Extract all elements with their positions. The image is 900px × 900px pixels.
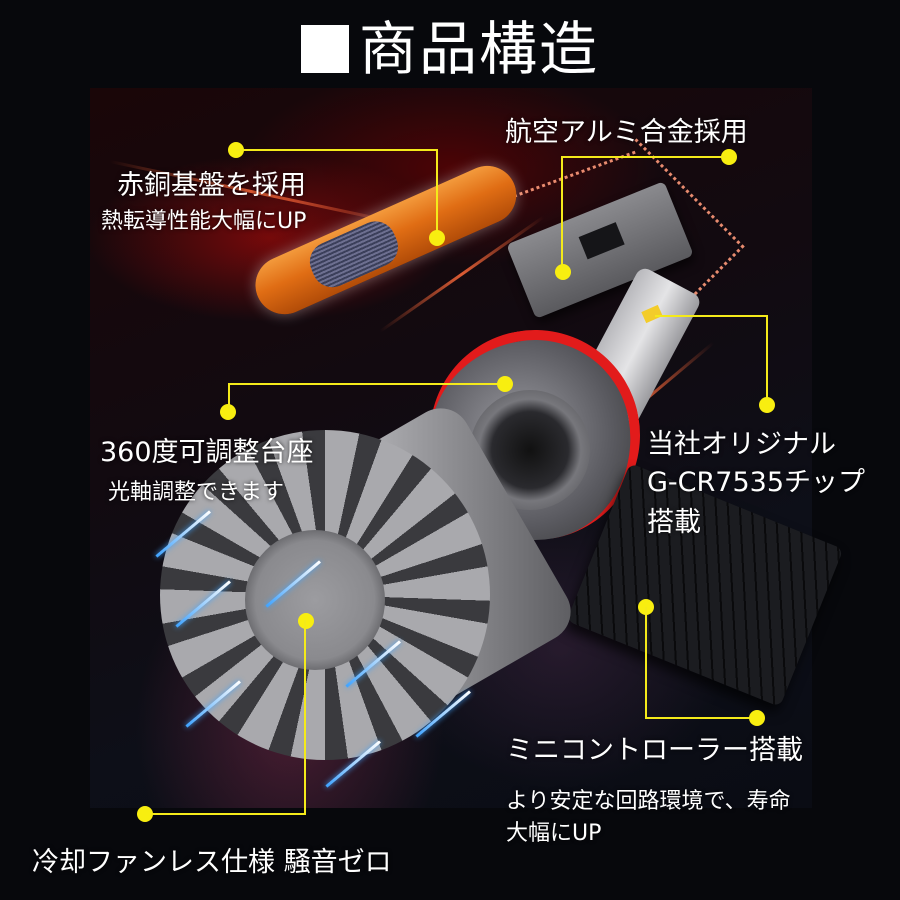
callout-chip-line1: 当社オリジナル (647, 429, 836, 460)
callout-aluminum-title: 航空アルミ合金採用 (505, 117, 748, 148)
clip-hole (578, 222, 625, 260)
callout-copper-title: 赤銅基盤を採用 (117, 170, 306, 201)
callout-chip-line2: G-CR7535チップ (647, 467, 865, 498)
leader-line (655, 315, 767, 317)
callout-dot (749, 710, 765, 726)
leader-line (228, 383, 230, 409)
callout-dot (759, 397, 775, 413)
callout-base-subtitle: 光軸調整できます (108, 480, 285, 505)
square-bullet-icon (300, 25, 349, 73)
callout-cooling-title: 冷却ファンレス仕様 騒音ゼロ (32, 847, 392, 878)
callout-controller-title: ミニコントローラー搭載 (506, 735, 803, 766)
page-title: 商品構造 (0, 14, 900, 84)
leader-line (304, 620, 306, 814)
heatsink-cap (245, 530, 385, 670)
callout-copper-subtitle: 熱転導性能大幅にUP (101, 209, 307, 234)
leader-line (561, 156, 563, 271)
callout-dot (137, 806, 153, 822)
callout-controller-subtitle-line1: より安定な回路環境で、寿命 (506, 789, 791, 814)
callout-chip-line3: 搭載 (647, 507, 701, 538)
callout-controller-subtitle-line2: 大幅にUP (506, 821, 602, 846)
leader-line (561, 156, 726, 158)
callout-base-title: 360度可調整台座 (100, 437, 314, 468)
page-title-text: 商品構造 (358, 15, 599, 83)
leader-line (436, 149, 438, 239)
leader-line (228, 383, 504, 385)
callout-dot (429, 230, 445, 246)
callout-dot (555, 264, 571, 280)
leader-line (236, 149, 438, 151)
callout-dot (298, 613, 314, 629)
leader-line (645, 607, 647, 719)
callout-dot (220, 404, 236, 420)
leader-line (145, 813, 306, 815)
leader-line (766, 315, 768, 400)
leader-line (645, 717, 757, 719)
callout-dot (721, 149, 737, 165)
callout-dot (497, 376, 513, 392)
